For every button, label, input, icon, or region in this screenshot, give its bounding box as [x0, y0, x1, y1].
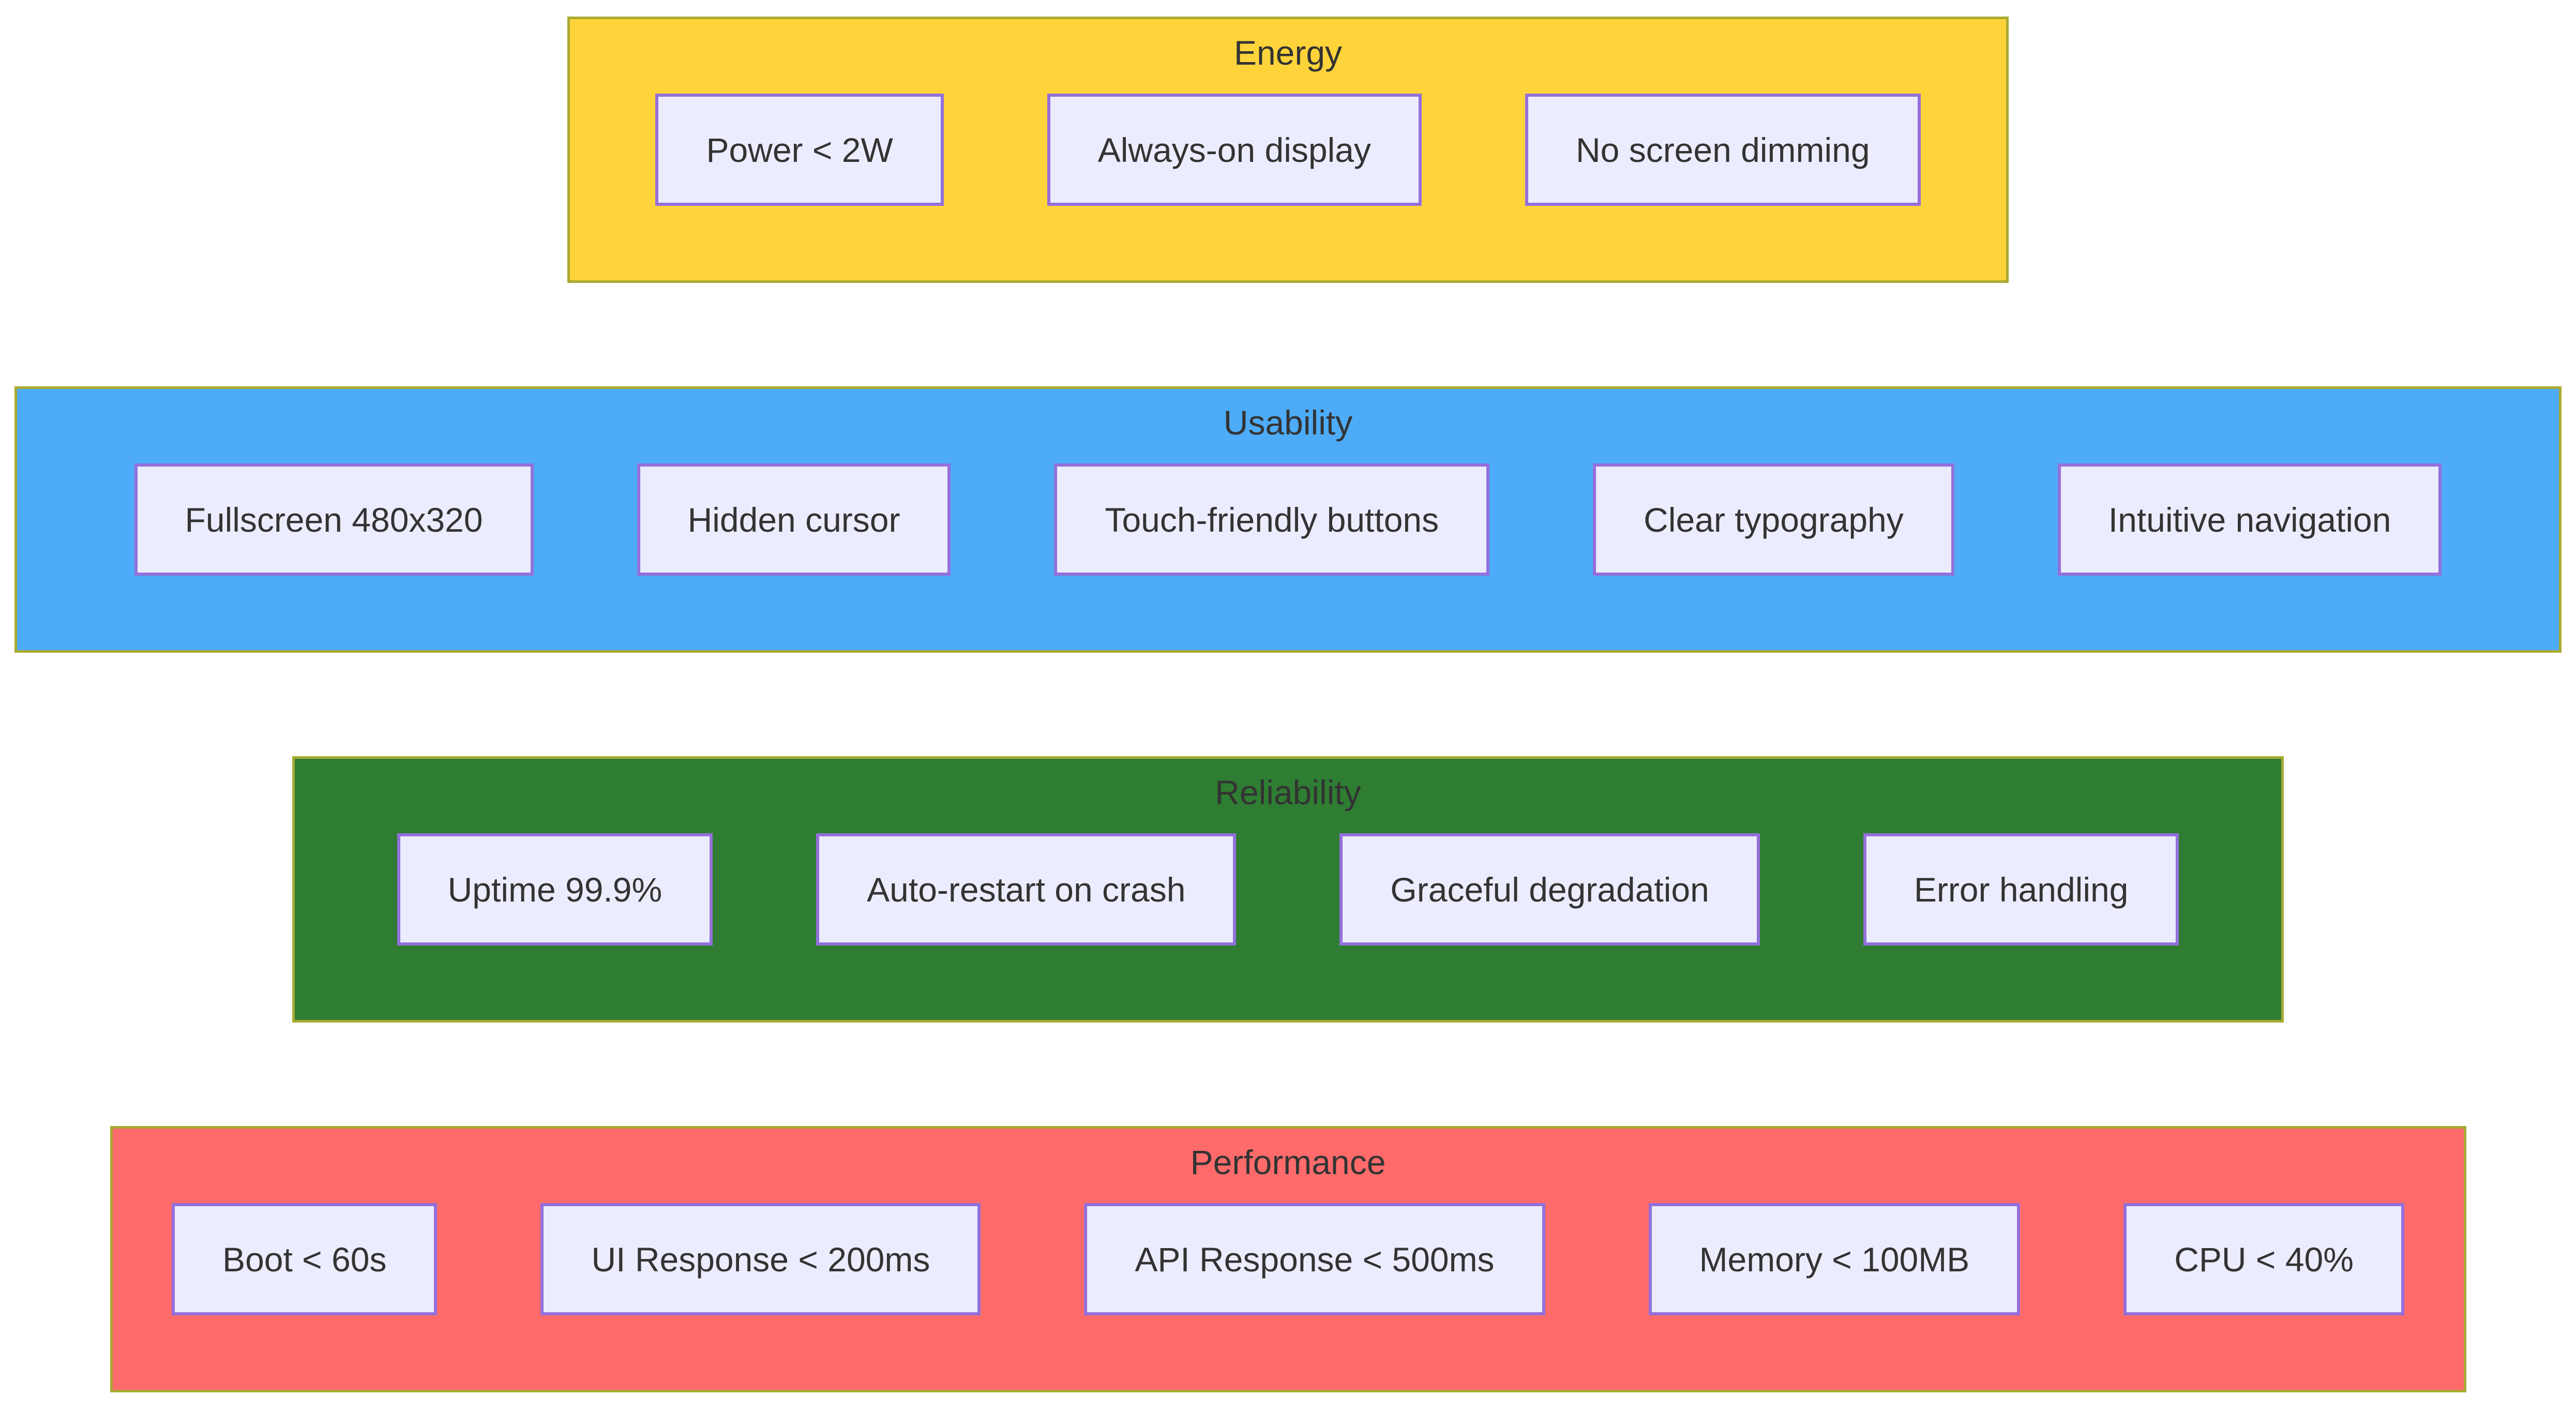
flowchart-node: Graceful degradation	[1339, 833, 1760, 945]
flowchart-node: Always-on display	[1047, 94, 1422, 206]
node-label: Clear typography	[1644, 500, 1904, 539]
subgraph-energy: Energy Power < 2W Always-on display No s…	[567, 17, 2009, 283]
subgraph-title: Energy	[1233, 34, 1343, 72]
node-label: No screen dimming	[1575, 130, 1870, 169]
flowchart-node: API Response < 500ms	[1084, 1203, 1545, 1315]
node-row: Uptime 99.9% Auto-restart on crash Grace…	[295, 833, 2281, 945]
flowchart-node: Auto-restart on crash	[816, 833, 1237, 945]
node-row: Fullscreen 480x320 Hidden cursor Touch-f…	[17, 463, 2559, 576]
flowchart-node: Fullscreen 480x320	[134, 463, 534, 576]
node-label: Touch-friendly buttons	[1105, 500, 1439, 539]
node-label: Error handling	[1914, 870, 2129, 909]
flowchart-node: Error handling	[1863, 833, 2179, 945]
subgraph-reliability: Reliability Uptime 99.9% Auto-restart on…	[292, 756, 2284, 1023]
node-label: Auto-restart on crash	[867, 870, 1186, 909]
subgraph-title: Reliability	[1215, 773, 1361, 812]
node-label: CPU < 40%	[2174, 1240, 2354, 1279]
node-label: Hidden cursor	[687, 500, 900, 539]
node-label: Graceful degradation	[1390, 870, 1709, 909]
node-label: API Response < 500ms	[1135, 1240, 1495, 1279]
flowchart-node: CPU < 40%	[2123, 1203, 2404, 1315]
flowchart-node: Uptime 99.9%	[397, 833, 713, 945]
subgraph-performance: Performance Boot < 60s UI Response < 200…	[110, 1126, 2466, 1392]
node-label: UI Response < 200ms	[591, 1240, 930, 1279]
node-label: Memory < 100MB	[1699, 1240, 1970, 1279]
subgraph-title: Performance	[1190, 1143, 1386, 1181]
subgraph-title: Usability	[1223, 403, 1353, 442]
flowchart-node: Hidden cursor	[637, 463, 951, 576]
flowchart-node: No screen dimming	[1525, 94, 1921, 206]
flowchart-node: Intuitive navigation	[2057, 463, 2442, 576]
flowchart-node: Memory < 100MB	[1648, 1203, 2021, 1315]
node-label: Boot < 60s	[222, 1240, 387, 1279]
flowchart-node: Boot < 60s	[172, 1203, 438, 1315]
flowchart-node: Power < 2W	[655, 94, 944, 206]
node-label: Power < 2W	[706, 130, 893, 169]
node-row: Power < 2W Always-on display No screen d…	[570, 94, 2006, 206]
node-label: Fullscreen 480x320	[185, 500, 483, 539]
node-label: Intuitive navigation	[2108, 500, 2391, 539]
flowchart-node: Clear typography	[1593, 463, 1954, 576]
flowchart-node: Touch-friendly buttons	[1054, 463, 1490, 576]
node-label: Uptime 99.9%	[447, 870, 662, 909]
node-label: Always-on display	[1097, 130, 1371, 169]
subgraph-usability: Usability Fullscreen 480x320 Hidden curs…	[14, 386, 2562, 653]
node-row: Boot < 60s UI Response < 200ms API Respo…	[113, 1203, 2464, 1315]
flowchart-node: UI Response < 200ms	[540, 1203, 981, 1315]
